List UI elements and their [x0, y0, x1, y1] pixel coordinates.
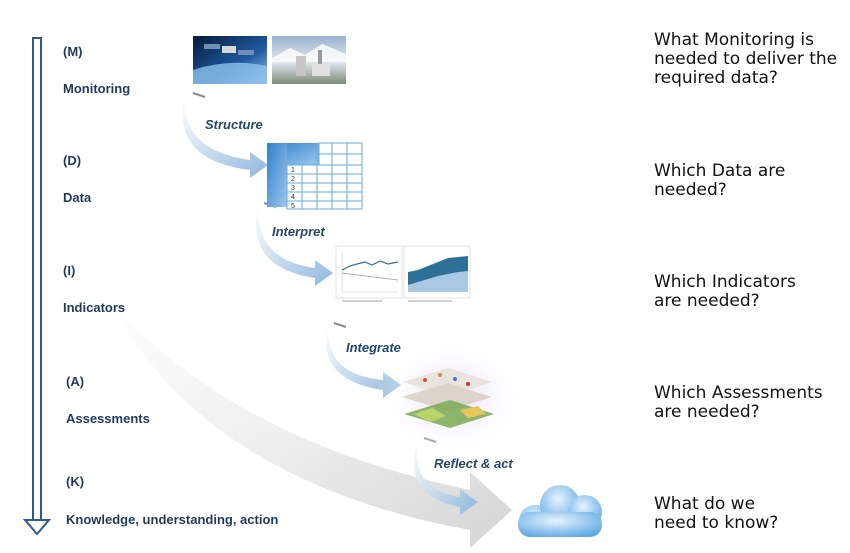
question-line: What do we [654, 494, 756, 514]
question-line: are needed? [654, 291, 760, 311]
stage-label-monitoring: Monitoring [63, 81, 131, 96]
question-line: need to know? [654, 513, 779, 533]
stage-label-assessments: Assessments [66, 411, 150, 426]
question-line: Which Indicators [654, 272, 796, 292]
question-monitoring: What Monitoring is needed to deliver the… [654, 31, 837, 88]
step-label-interpret: Interpret [272, 224, 325, 239]
question-knowledge: What do we need to know? [654, 495, 778, 533]
data-table-icon: 1 2 3 4 5 [267, 142, 363, 210]
question-data: Which Data are needed? [654, 162, 785, 200]
question-line: needed? [654, 180, 727, 200]
step-label-structure: Structure [205, 117, 263, 132]
vertical-arrow [22, 37, 52, 536]
question-line: Which Data are [654, 161, 786, 181]
question-indicators: Which Indicators are needed? [654, 273, 796, 311]
stage-code-data: (D) [63, 153, 82, 168]
table-row-number: 2 [291, 176, 295, 183]
stage-label-indicators: Indicators [63, 300, 126, 315]
table-row-number: 5 [291, 203, 295, 210]
question-line: required data? [654, 68, 778, 88]
step-label-integrate: Integrate [346, 340, 401, 355]
knowledge-cloud-icon [518, 485, 602, 537]
stage-label-data: Data [63, 190, 92, 205]
satellite-image [193, 36, 267, 84]
table-row-number: 4 [291, 194, 295, 201]
stage-code-knowledge: (K) [66, 474, 85, 489]
table-row-number: 3 [291, 185, 295, 192]
grey-wedge-arrow [108, 298, 512, 548]
question-line: are needed? [654, 402, 760, 422]
step-label-reflect-act: Reflect & act [434, 456, 513, 471]
table-row-number: 1 [291, 167, 295, 174]
indicator-line-chart [335, 245, 403, 302]
question-line: What Monitoring is [654, 30, 814, 50]
curve-arrow-structure [182, 92, 268, 178]
question-assessments: Which Assessments are needed? [654, 384, 823, 422]
question-line: Which Assessments [654, 383, 823, 403]
stage-code-assessments: (A) [66, 374, 85, 389]
curve-arrow-interpret [255, 202, 333, 286]
monitoring-station-image [272, 36, 346, 84]
assessment-map-layers [402, 368, 494, 428]
question-line: needed to deliver the [654, 49, 838, 69]
stage-label-knowledge: Knowledge, understanding, action [66, 512, 279, 527]
curve-arrow-integrate [325, 322, 401, 398]
stage-code-monitoring: (M) [63, 44, 83, 59]
stage-code-indicators: (I) [63, 263, 76, 278]
indicator-area-chart [403, 245, 471, 302]
